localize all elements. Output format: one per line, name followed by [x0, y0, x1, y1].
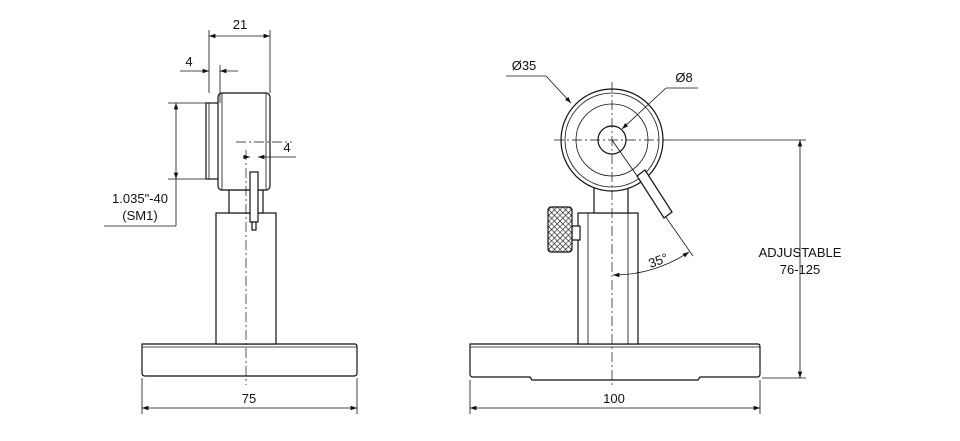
dim-width-label: 21 [233, 17, 247, 32]
side-flange [205, 102, 221, 180]
thumbscrew-knob [547, 206, 581, 253]
angled-handle [611, 139, 694, 257]
dim-flange-4: 4 [180, 54, 238, 103]
height-label-line1: ADJUSTABLE [759, 245, 842, 260]
angle-label: 35° [646, 250, 670, 271]
front-post [577, 212, 639, 345]
dim-base-100-label: 100 [603, 391, 625, 406]
side-locking-pin [249, 171, 259, 231]
front-view: 35° Ø35 Ø8 ADJUSTABLE 76-125 100 [469, 58, 842, 414]
dim-pin-offset-4: 4 [243, 140, 296, 160]
bore-diameter-label: Ø8 [675, 70, 692, 85]
dim-pin-offset-label: 4 [283, 140, 290, 155]
front-base [469, 343, 761, 381]
dim-height: ADJUSTABLE 76-125 [670, 139, 842, 379]
dim-thread: 1.035"-40 (SM1) [104, 102, 206, 227]
thread-label-line2: (SM1) [122, 208, 157, 223]
height-label-line2: 76-125 [780, 262, 820, 277]
side-housing [217, 92, 271, 191]
dim-angle: 35° [612, 250, 690, 278]
dim-outer-diameter: Ø35 [506, 58, 572, 104]
dim-base-75-label: 75 [242, 391, 256, 406]
dim-flange-label: 4 [185, 54, 192, 69]
dim-base-100: 100 [469, 380, 761, 414]
side-view: 21 4 4 1.035"-40 (SM1) [104, 17, 358, 414]
outer-diameter-label: Ø35 [512, 58, 537, 73]
thread-label-line1: 1.035"-40 [112, 191, 168, 206]
dim-width-21: 21 [208, 17, 271, 93]
dim-bore-diameter: Ø8 [621, 70, 698, 130]
dim-base-75: 75 [141, 378, 358, 414]
side-base [141, 343, 358, 377]
